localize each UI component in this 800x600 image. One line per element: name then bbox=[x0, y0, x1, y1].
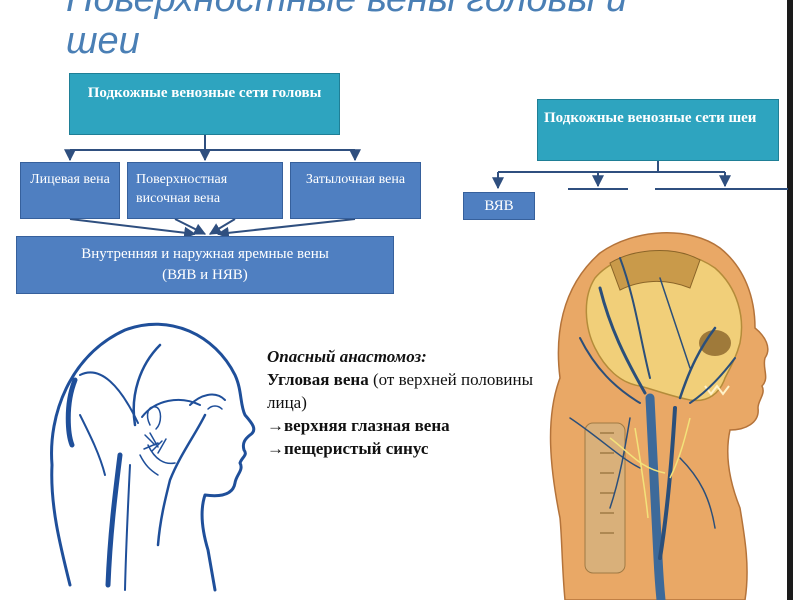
angular-vein-note: (от верхней половины лица) bbox=[267, 370, 534, 412]
head-anatomy-illustration bbox=[549, 232, 769, 600]
head-net-connectors bbox=[64, 135, 361, 162]
head-veins-sketch bbox=[50, 322, 256, 592]
anastomosis-text: Опасный анастомоз: Угловая вена (от верх… bbox=[267, 345, 552, 460]
jugular-veins-box: Внутренняя и наружная яремные вены (ВЯВ … bbox=[16, 236, 394, 294]
occipital-vein-box: Затылочная вена bbox=[290, 162, 421, 219]
facial-vein-box: Лицевая вена bbox=[20, 162, 120, 219]
jugular-line2: (ВЯВ и НЯВ) bbox=[162, 267, 248, 283]
slide-title: Поверхностные вены головы и шеи bbox=[66, 0, 627, 62]
temporal-vein-box: Поверхностная височная вена bbox=[127, 162, 283, 219]
ophthalmic-vein-step: →верхняя глазная вена bbox=[267, 416, 450, 435]
slide-title-line1: Поверхностные вены головы и bbox=[66, 0, 627, 20]
head-venous-network-box: Подкожные венозные сети головы bbox=[69, 73, 340, 135]
neck-venous-network-box: Подкожные венозные сети шеи bbox=[537, 99, 779, 161]
angular-vein-line: Угловая вена (от верхней половины лица) bbox=[267, 368, 552, 414]
slide-title-line2: шеи bbox=[66, 20, 140, 62]
internal-jugular-box: ВЯВ bbox=[463, 192, 535, 220]
anastomosis-title: Опасный анастомоз: bbox=[267, 347, 427, 366]
cavernous-sinus-step: →пещеристый синус bbox=[267, 439, 429, 458]
converging-arrows bbox=[69, 218, 356, 239]
neck-net-connectors bbox=[492, 161, 788, 190]
angular-vein-label: Угловая вена bbox=[267, 370, 369, 389]
jugular-line1: Внутренняя и наружная яремные вены bbox=[81, 246, 329, 262]
